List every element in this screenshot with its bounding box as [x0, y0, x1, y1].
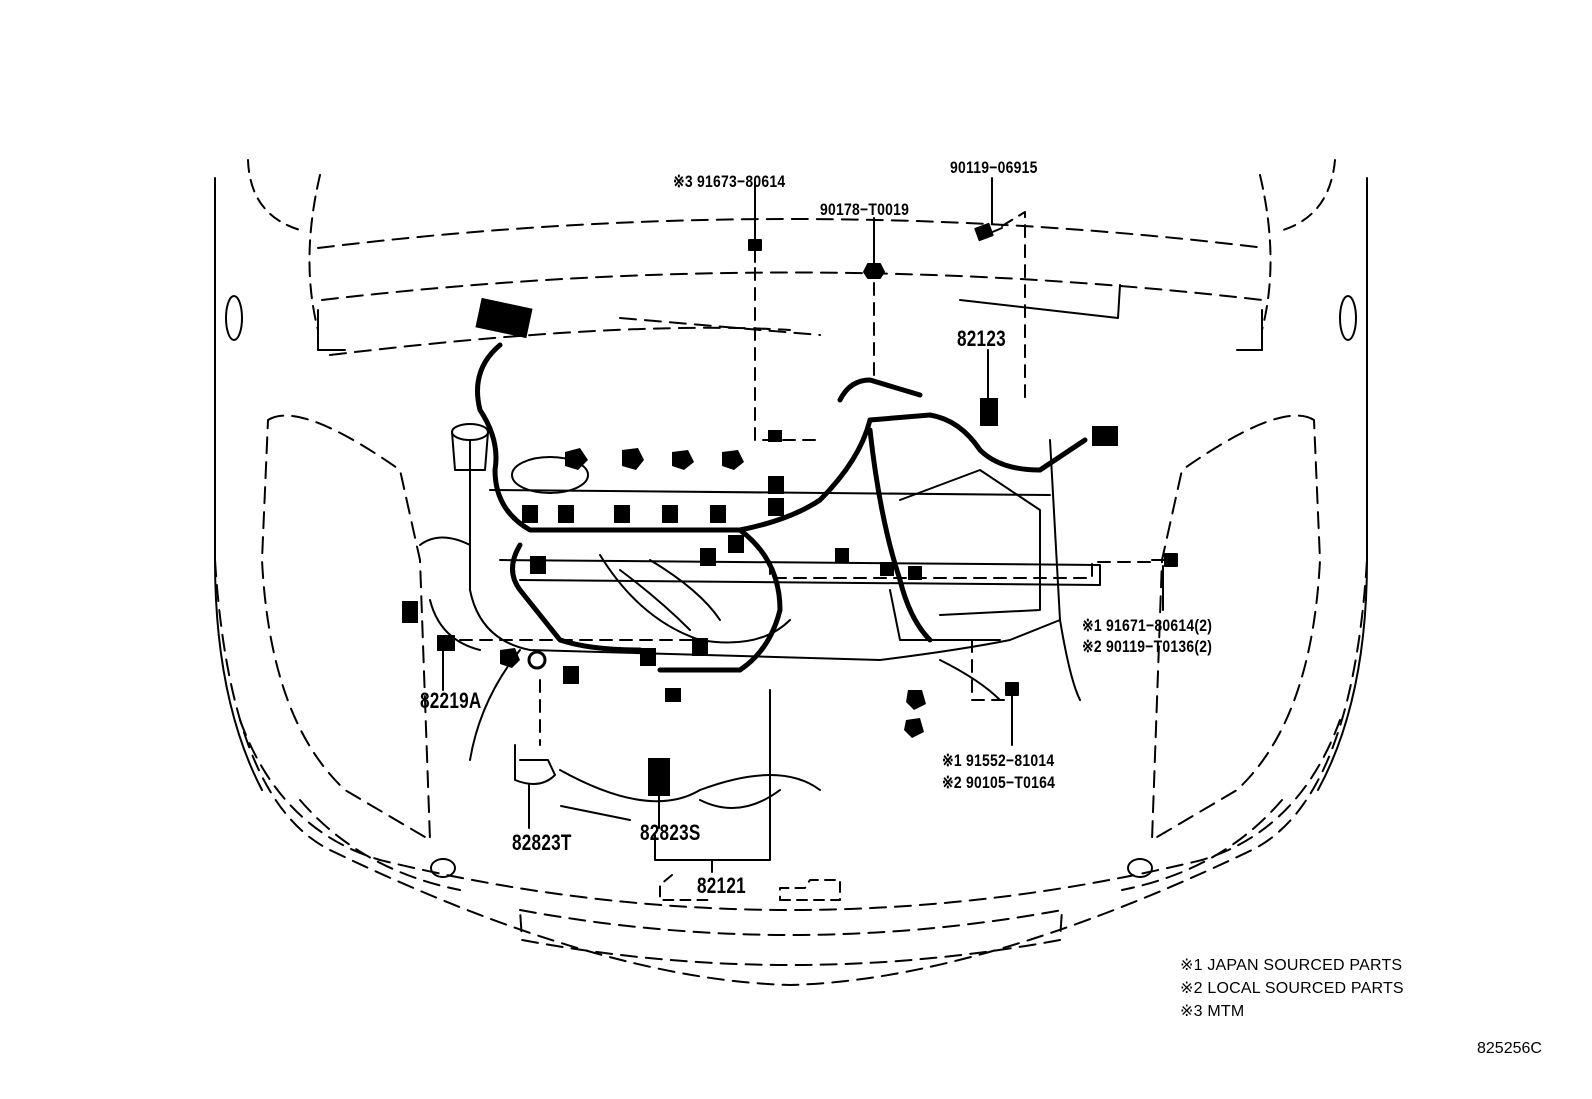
- callout-90105-t0164: ※2 90105−T0164: [942, 773, 1056, 792]
- engine-block: [419, 423, 1101, 761]
- callout-90178-t0019: 90178−T0019: [820, 200, 910, 219]
- callout-91671-80614: ※1 91671−80614(2): [1082, 616, 1213, 635]
- callout-91673-80614: ※3 91673−80614: [673, 172, 786, 191]
- callout-82823t: 82823T: [512, 830, 572, 855]
- legend-item-japan-sourced: ※1 JAPAN SOURCED PARTS: [1180, 957, 1403, 974]
- legend-item-mtm: ※3 MTM: [1180, 1003, 1245, 1020]
- illustration-code: 825256C: [1477, 1040, 1542, 1057]
- dashed-leaders: [459, 211, 1151, 746]
- vehicle-body-outline: [214, 159, 1368, 986]
- solid-leaders: [442, 177, 1164, 873]
- grommet: [527, 650, 547, 670]
- clamp-82823t-shape: [514, 744, 556, 785]
- callout-91552-81014: ※1 91552−81014: [942, 751, 1055, 770]
- callout-90119-06915: 90119−06915: [950, 158, 1038, 177]
- callout-82219a: 82219A: [420, 688, 482, 713]
- legend-item-local-sourced: ※2 LOCAL SOURCED PARTS: [1180, 980, 1404, 997]
- harness-connectors: [402, 297, 1118, 796]
- callout-82123: 82123: [957, 326, 1006, 351]
- callout-90119-t0136: ※2 90119−T0136(2): [1082, 637, 1213, 656]
- callout-82121: 82121: [697, 873, 746, 898]
- callout-82823s: 82823S: [640, 820, 701, 845]
